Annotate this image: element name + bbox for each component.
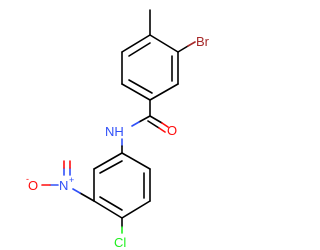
bromine-bond — [177, 41, 196, 53]
carbonyl-double-bond — [147, 115, 169, 133]
nitro-double-bond — [63, 160, 71, 176]
bromine-label: Br — [196, 34, 210, 49]
nitro-nitrogen-label: N — [59, 178, 68, 193]
lower-benzene-ring — [93, 152, 151, 219]
molecule-structure: Br O NH N + O - Cl — [26, 9, 210, 250]
carbonyl-oxygen-label: O — [167, 123, 177, 138]
chlorine-label: Cl — [114, 235, 126, 250]
upper-benzene-ring — [121, 34, 179, 101]
amide-bond — [131, 115, 151, 127]
nitro-oxygen-label: O — [28, 178, 38, 193]
amide-nh-label: NH — [105, 124, 124, 139]
nitro-positive-charge: + — [69, 175, 74, 185]
nitro-ring-bond — [72, 188, 95, 202]
nitro-negative-charge: - — [26, 174, 29, 184]
